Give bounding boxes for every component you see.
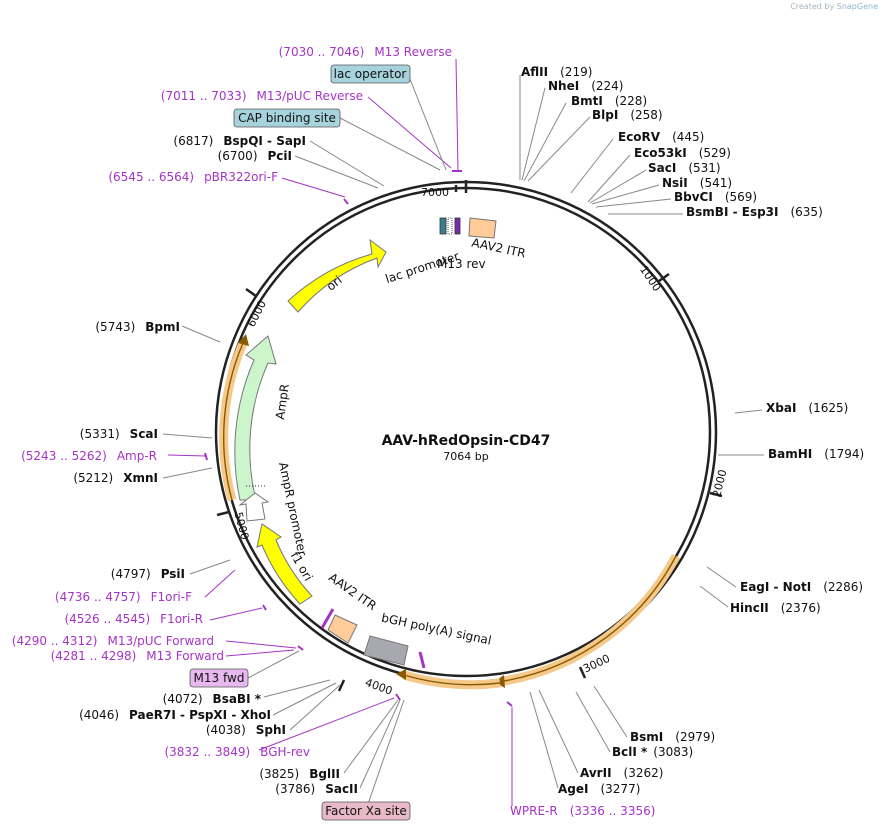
- primer-marker-bgh-rev: [395, 693, 401, 701]
- enzyme-bmti: BmtI(228): [571, 94, 647, 108]
- bgh-polya-label: bGH poly(A) signal: [380, 611, 492, 648]
- enzyme-agei: AgeI(3277): [558, 782, 640, 796]
- primer-f1ori-f: (4736 .. 4757)F1ori-F: [55, 590, 192, 604]
- enzyme-eco53ki: Eco53kI(529): [634, 146, 731, 160]
- enzyme-pcii: (6700)PciI: [218, 149, 292, 163]
- factor-xa-site-box: [321, 801, 411, 821]
- primer-markers: [204, 170, 513, 707]
- enzyme-bsabi: (4072)BsaBI *: [163, 692, 262, 706]
- primer-marker-ampr: [204, 452, 208, 461]
- primer-amp-r: (5243 .. 5262)Amp-R: [21, 449, 157, 463]
- aav2-itr-lower-label: AAV2 ITR: [326, 570, 379, 613]
- primer-m13-reverse: (7030 .. 7046)M13 Reverse: [279, 45, 452, 59]
- enzyme-xmni: (5212)XmnI: [73, 471, 158, 485]
- enzyme-scai: (5331)ScaI: [80, 427, 158, 441]
- lac-promoter-box: [439, 217, 447, 235]
- enzyme-eagi-noti: EagI - NotI(2286): [740, 580, 863, 594]
- primer-m13-forward: (4281 .. 4298)M13 Forward: [51, 649, 224, 663]
- lac-operator-box: [330, 64, 411, 84]
- plasmid-size: 7064 bp: [443, 450, 488, 463]
- enzyme-avrii: AvrII(3262): [580, 766, 663, 780]
- primer-marker-m13-fwd: [297, 645, 304, 651]
- primer-leaders: [167, 58, 513, 806]
- m13-fwd-box: [189, 668, 249, 688]
- enzyme-bbvci: BbvCI(569): [674, 190, 757, 204]
- primer-wpre-r: WPRE-R(3336 .. 3356): [510, 804, 655, 818]
- factor-xa-site-label: Factor Xa site: [325, 804, 407, 818]
- ampr-label: AmpR: [273, 383, 292, 420]
- m13-rev-label: M13 rev: [437, 257, 486, 271]
- tick-4000: [337, 679, 346, 692]
- tick-5000: [216, 510, 230, 517]
- ampr-promoter-label: AmpR promoter: [276, 461, 310, 557]
- enzyme-bamhi: BamHI(1794): [768, 447, 864, 461]
- enzyme-blpi: BlpI(258): [592, 108, 663, 122]
- primer-marker-f1ori-r: [262, 604, 267, 611]
- lac-operator-box-small: [447, 217, 453, 235]
- ampr-promoter-arrow: [238, 492, 270, 522]
- enzyme-hincii: HincII(2376): [730, 601, 821, 615]
- cap-binding-site-label: CAP binding site: [238, 111, 336, 125]
- bgh-polya-box: [363, 635, 409, 666]
- tick-marks: [216, 180, 723, 692]
- enzyme-paer7i-pspxi-xhoi: (4046)PaeR7I - PspXI - XhoI: [79, 708, 271, 722]
- lac-operator-label: lac operator: [334, 67, 407, 81]
- enzyme-saci: SacI(531): [648, 161, 721, 175]
- ampr-arrow: [234, 335, 277, 501]
- enzyme-leaders: [162, 75, 764, 789]
- enzyme-nsii: NsiI(541): [662, 176, 732, 190]
- enzyme-bsmi: BsmI(2979): [630, 730, 715, 744]
- tick-2000: [709, 491, 723, 498]
- enzyme-bglii: (3825)BglII: [259, 767, 340, 781]
- orf-arc-left-line: [222, 342, 244, 501]
- orf-arc-bottom-head: [396, 669, 406, 680]
- bgh-polya-marker: [418, 651, 426, 669]
- enzyme-sphi: (4038)SphI: [206, 723, 286, 737]
- tick-3000: [578, 666, 587, 679]
- m13-rev-box: [454, 217, 461, 235]
- tick-label-7000: 7000: [421, 186, 449, 199]
- cap-binding-site-box: [233, 108, 341, 128]
- primer-bgh-rev: (3832 .. 3849)BGH-rev: [164, 745, 310, 759]
- tick-6000: [245, 287, 257, 298]
- snapgene-credit: Created by SnapGene: [790, 2, 878, 11]
- primer-m13-puc-reverse: (7011 .. 7033)M13/pUC Reverse: [161, 89, 363, 103]
- tick-label-4000: 4000: [363, 676, 394, 698]
- enzyme-psii: (4797)PsiI: [111, 567, 185, 581]
- snapgene-logo: SnapGene: [836, 2, 878, 11]
- enzyme-ecorv: EcoRV(445): [618, 130, 704, 144]
- tick-label-6000: 6000: [245, 298, 269, 329]
- primer-marker-pbr322: [343, 198, 349, 205]
- enzyme-xbai: XbaI(1625): [766, 401, 848, 415]
- enzyme-sacii: (3786)SacII: [275, 782, 358, 796]
- orf-arc-left-head: [238, 334, 249, 346]
- primer-m13-puc-forward: (4290 .. 4312)M13/pUC Forward: [12, 634, 214, 648]
- orf-arc-right-line: [503, 555, 677, 682]
- m13-fwd-label: M13 fwd: [194, 671, 245, 685]
- tick-1000: [658, 272, 670, 283]
- ori-arrow: [287, 238, 387, 313]
- aav2-itr-upper-box: [468, 217, 497, 239]
- aav2-itr-lower-box: [327, 614, 358, 644]
- enzyme-labels: AflII(219) NheI(224) BmtI(228) BlpI(258)…: [73, 65, 864, 796]
- enzyme-afliii: AflII(219): [521, 65, 592, 79]
- aav2-itr-lower-primer: [320, 608, 335, 629]
- enzyme-bcli: BclI *(3083): [612, 745, 693, 759]
- enzyme-nhei: NheI(224): [548, 79, 623, 93]
- orf-arc-bottom-line: [403, 674, 501, 686]
- enzyme-bpmi: (5743)BpmI: [95, 320, 180, 334]
- feature-leaders: [247, 73, 447, 805]
- primer-f1ori-r: (4526 .. 4545)F1ori-R: [64, 612, 203, 626]
- plasmid-name: AAV-hRedOpsin-CD47: [382, 433, 551, 449]
- tick-label-1000: 1000: [637, 263, 663, 293]
- primer-pbr322ori-f: (6545 .. 6564)pBR322ori-F: [108, 170, 278, 184]
- boxed-feature-labels: lac operator CAP binding site M13 fwd Fa…: [189, 64, 411, 821]
- primer-labels: (7030 .. 7046)M13 Reverse (7011 .. 7033)…: [12, 45, 656, 818]
- f1-ori-arrow: [256, 523, 313, 605]
- enzyme-bspqi-sapi: (6817)BspQI - SapI: [173, 134, 306, 148]
- primer-marker-wpre: [506, 701, 513, 707]
- enzyme-bsmbi-esp3i: BsmBI - Esp3I(635): [686, 205, 823, 219]
